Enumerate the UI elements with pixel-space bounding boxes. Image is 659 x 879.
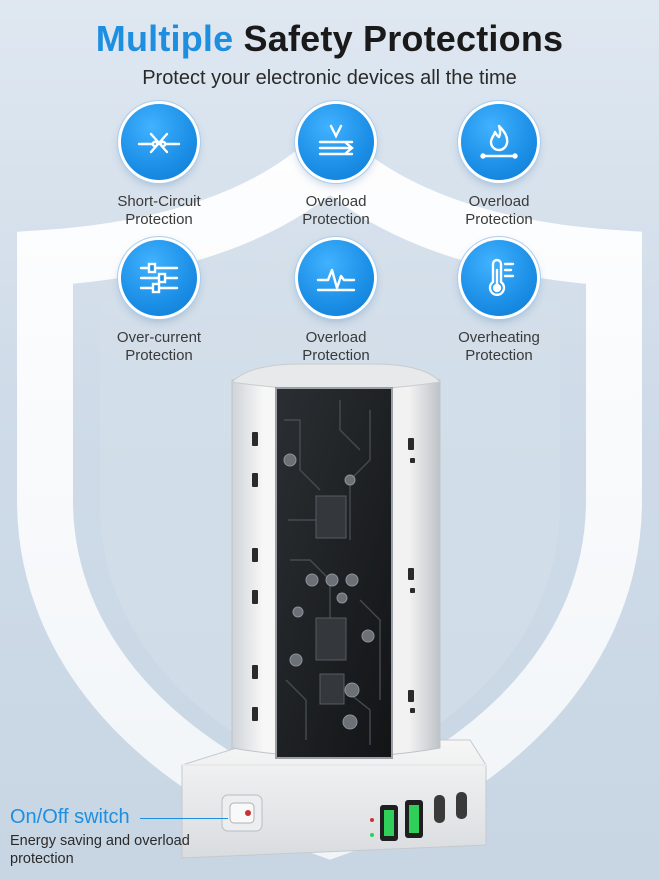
page-title: Multiple Safety Protections — [95, 18, 564, 59]
voltage-overload-icon — [298, 104, 374, 180]
fire-icon — [461, 104, 537, 180]
short-circuit-icon — [121, 104, 197, 180]
waveform-icon — [298, 240, 374, 316]
callout-title: On/Off switch — [10, 806, 130, 828]
page-subtitle: Protect your electronic devices all the … — [142, 67, 517, 89]
current-sliders-icon — [121, 240, 197, 316]
callout-leader-line — [140, 818, 228, 819]
thermometer-icon — [461, 240, 537, 316]
callout-description: Energy saving and overload protection — [10, 833, 190, 867]
